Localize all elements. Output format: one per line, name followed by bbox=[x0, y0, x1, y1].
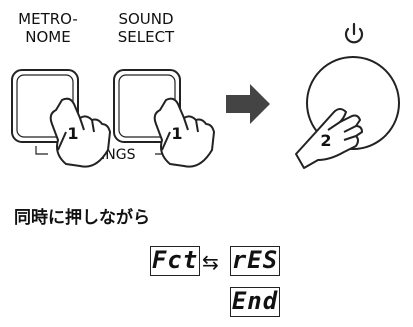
display-res: rES bbox=[230, 246, 280, 276]
finger-number-left: 1 bbox=[67, 124, 78, 143]
hand-icon-right bbox=[153, 97, 215, 168]
instruction-text: 同時に押しながら bbox=[14, 208, 150, 228]
metronome-label: METRO- NOME bbox=[8, 10, 88, 46]
finger-number-right: 1 bbox=[171, 124, 182, 143]
instruction-diagram: SETTINGS 1 1 2 bbox=[11, 22, 400, 169]
sound-select-label-line1: SOUND bbox=[118, 10, 174, 28]
sound-select-label-line2: SELECT bbox=[117, 28, 175, 46]
power-icon bbox=[344, 22, 364, 44]
display-fct: Fct bbox=[150, 246, 200, 276]
right-arrow-icon bbox=[226, 84, 270, 124]
metronome-label-line1: METRO- bbox=[18, 10, 78, 28]
finger-number-power: 2 bbox=[320, 131, 331, 150]
hand-icon-left bbox=[49, 97, 111, 168]
metronome-label-line2: NOME bbox=[25, 28, 71, 46]
sound-select-label: SOUND SELECT bbox=[104, 10, 188, 46]
hand-icon-power bbox=[295, 108, 363, 169]
swap-arrows-icon: ⇆ bbox=[202, 250, 219, 274]
display-end: End bbox=[230, 287, 280, 317]
